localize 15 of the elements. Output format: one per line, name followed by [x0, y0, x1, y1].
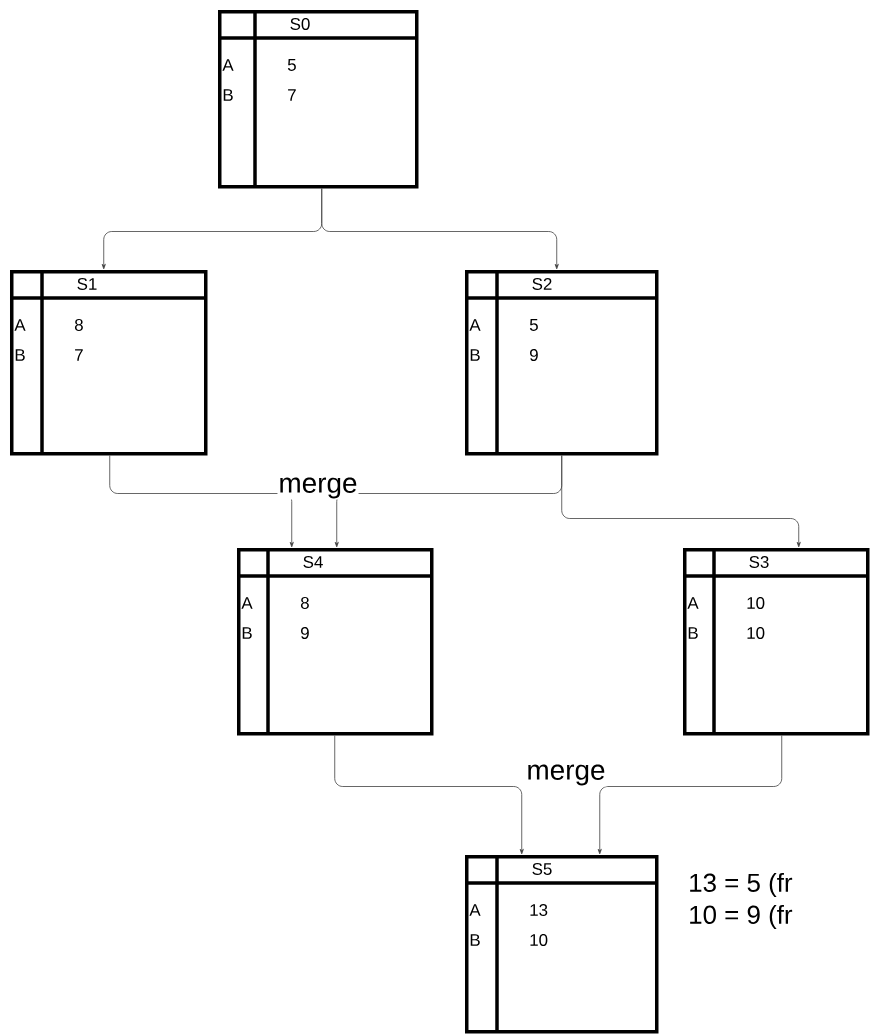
- side-note: 10 = 9 (fr: [690, 904, 793, 930]
- table-box: S3 A 10 B 10: [683, 548, 870, 736]
- edge-label: merge: [525, 763, 607, 787]
- arrow: [321, 188, 559, 270]
- table-box: S0 A 5 B 7: [218, 10, 419, 189]
- arrow: [597, 735, 783, 855]
- arrow: [561, 455, 801, 548]
- side-note: 13 = 5 (fr: [690, 872, 793, 898]
- arrow: [109, 455, 294, 548]
- edge-label: merge: [277, 476, 359, 500]
- table-box: S2 A 5 B 9: [465, 270, 659, 456]
- table-box: S5 A 13 B 10: [465, 855, 659, 1034]
- table-box: S4 A 8 B 9: [237, 548, 434, 736]
- table-box: S1 A 8 B 7: [10, 270, 208, 456]
- arrow: [334, 735, 524, 855]
